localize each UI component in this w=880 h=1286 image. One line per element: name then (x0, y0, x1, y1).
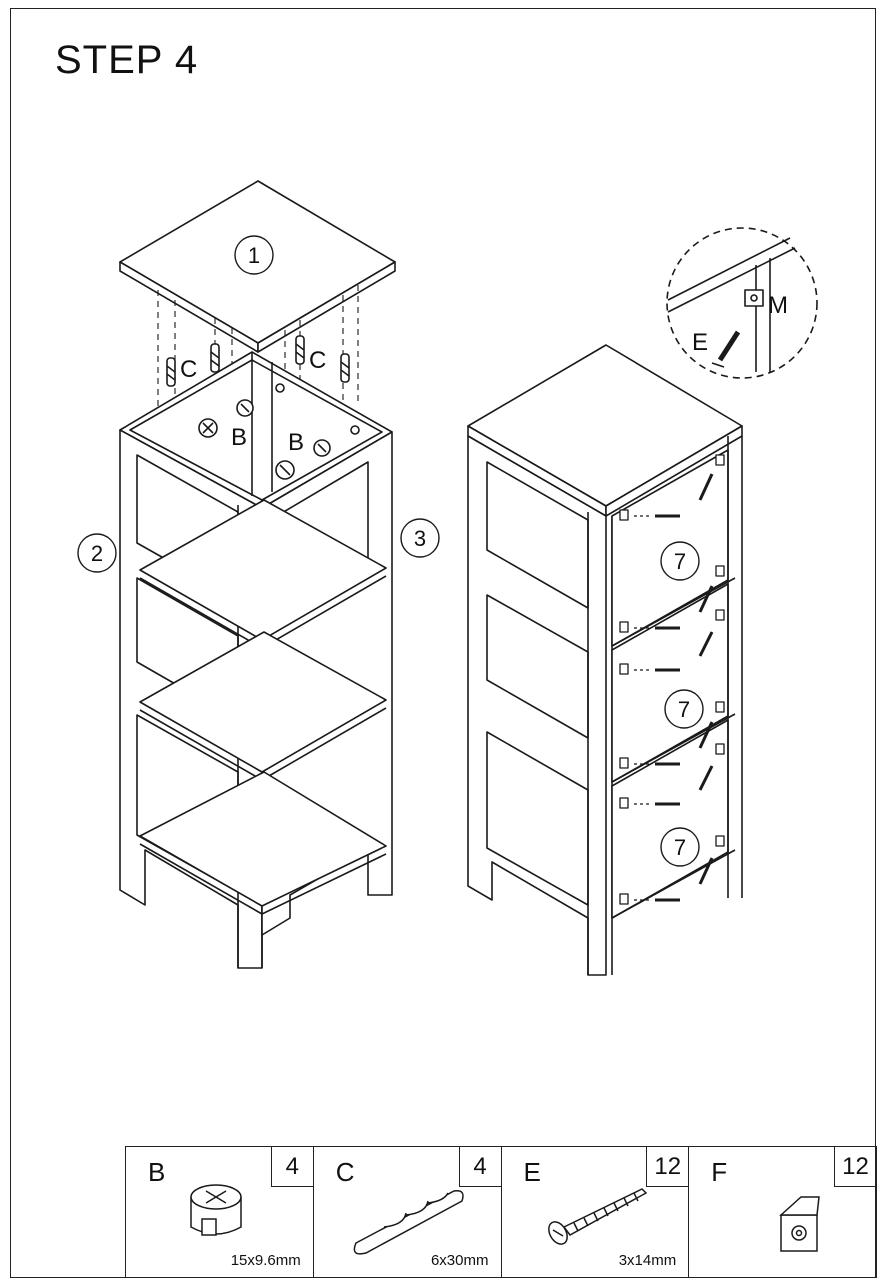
callout-right-side: 3 (414, 526, 426, 551)
screws-and-brackets (619, 454, 725, 905)
part-letter: E (523, 1157, 541, 1187)
cam-lock-icon (190, 1184, 242, 1236)
label-dowel-1: C (180, 356, 197, 383)
part-quantity: 12 (646, 1147, 689, 1187)
detail-view (666, 227, 818, 379)
part-letter: B (148, 1157, 166, 1187)
part-c: C 4 6x30mm (314, 1147, 502, 1277)
part-b: B 4 15x9.6mm (126, 1147, 314, 1277)
dowel-icon (353, 1189, 464, 1255)
part-size: 15x9.6mm (230, 1252, 301, 1269)
callout-back-panel-2: 7 (678, 697, 690, 722)
label-dowel-2: C (309, 347, 326, 374)
part-quantity: 4 (270, 1147, 313, 1187)
part-e: E 12 3x14mm (502, 1147, 690, 1277)
step-title: STEP 4 (55, 38, 199, 82)
assembly-drawing: 1 2 3 7 7 7 C C B B E M (77, 180, 818, 976)
right-frame (467, 344, 743, 976)
part-size: 3x14mm (618, 1252, 677, 1269)
cam-lock-b-parts (198, 383, 360, 480)
callout-left-side: 2 (91, 541, 103, 566)
dowel-c-parts (166, 335, 350, 387)
screw-icon (547, 1188, 647, 1245)
label-bracket: M (768, 292, 788, 319)
part-f: F 12 (689, 1147, 876, 1277)
part-letter: F (711, 1157, 728, 1187)
bracket-icon (779, 1196, 821, 1252)
part-size: 6x30mm (430, 1252, 489, 1269)
part-quantity: 12 (834, 1147, 876, 1187)
callout-top-panel: 1 (248, 243, 260, 268)
parts-table: B 4 15x9.6mm C 4 6x30mm (125, 1146, 877, 1278)
part-quantity: 4 (458, 1147, 501, 1187)
label-cam-lock-1: B (231, 424, 247, 451)
label-screw: E (692, 329, 708, 356)
left-frame (119, 351, 393, 969)
part-letter: C (335, 1157, 355, 1187)
label-cam-lock-2: B (288, 429, 304, 456)
callout-back-panel-3: 7 (674, 835, 686, 860)
callout-back-panel-1: 7 (674, 549, 686, 574)
